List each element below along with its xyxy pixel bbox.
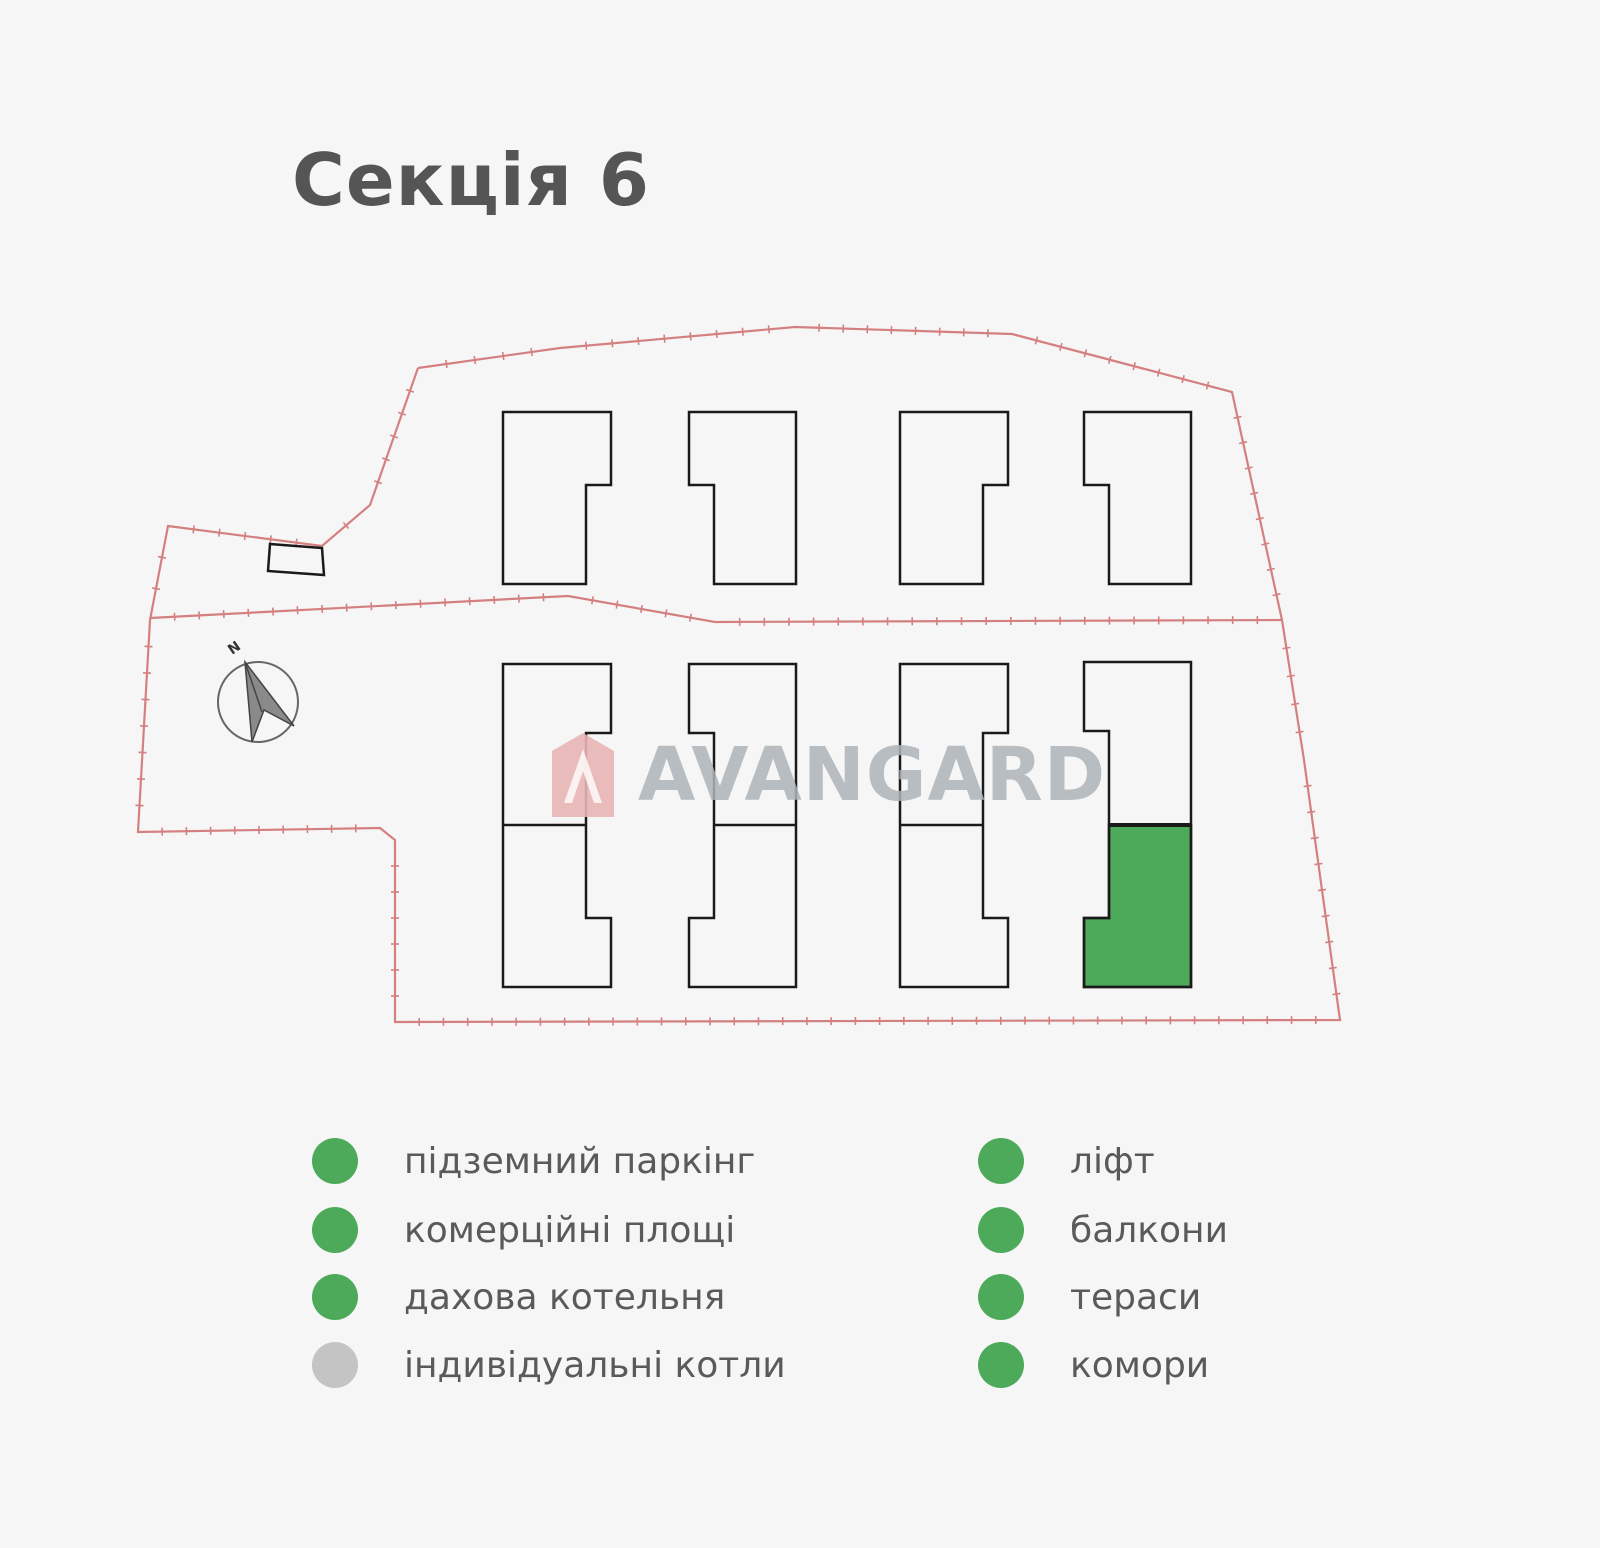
building-lower-4[interactable]	[1082, 660, 1193, 989]
legend-item: індивідуальні котли	[312, 1340, 786, 1390]
boundary-tick	[1282, 646, 1291, 650]
legend-item: комерційні площі	[312, 1205, 735, 1255]
building-lower-1[interactable]	[501, 662, 613, 989]
status-dot	[312, 1342, 358, 1388]
boundary-tick	[1250, 491, 1259, 495]
boundary-tick	[584, 341, 588, 350]
boundary-tick	[1310, 836, 1319, 840]
legend-label: ліфт	[1070, 1140, 1155, 1182]
boundary-tick	[151, 587, 161, 591]
boundary-tick	[269, 535, 272, 544]
site-boundary	[135, 323, 1342, 1026]
boundary-tick	[1266, 567, 1275, 571]
status-dot	[978, 1207, 1024, 1253]
legend-label: дахова котельня	[404, 1276, 726, 1318]
boundary-tick	[689, 332, 692, 341]
boundary-tick	[157, 555, 167, 559]
status-dot	[978, 1138, 1024, 1184]
status-dot	[978, 1274, 1024, 1320]
boundary-tick	[445, 359, 448, 369]
page-title: Секція 6	[292, 138, 650, 222]
boundary-tick	[342, 521, 350, 530]
legend-label: тераси	[1070, 1276, 1202, 1318]
boundary-tick	[530, 347, 533, 357]
boundary-tick	[381, 457, 391, 462]
boundary-tick	[1233, 415, 1242, 419]
compass-icon: N	[217, 638, 299, 743]
boundary-tick	[1034, 336, 1039, 345]
boundary-tick	[615, 600, 619, 609]
building-upper-2[interactable]	[687, 410, 798, 586]
boundary-tick	[1272, 593, 1281, 597]
status-dot	[312, 1138, 358, 1184]
boundary-tick	[405, 388, 415, 393]
boundary-tick	[243, 531, 247, 541]
boundary-tick	[1314, 862, 1323, 866]
legend-item: балкони	[978, 1205, 1228, 1255]
boundary-tick	[192, 525, 195, 534]
boundary-tick	[373, 480, 383, 485]
boundary-tick	[397, 411, 407, 416]
boundary-tick	[1332, 992, 1341, 996]
legend-item: комори	[978, 1340, 1209, 1390]
boundary-tick	[637, 336, 640, 346]
status-dot	[312, 1207, 358, 1253]
compass-north-label: N	[225, 638, 244, 658]
boundary-tick	[1328, 966, 1337, 970]
legend-item: підземний паркінг	[312, 1136, 755, 1186]
boundary-tick	[389, 434, 399, 439]
building-upper-3[interactable]	[898, 410, 1010, 586]
boundary-tick	[1239, 441, 1248, 445]
legend-label: підземний паркінг	[404, 1140, 756, 1182]
boundary-tick	[1244, 466, 1253, 470]
boundary-tick	[611, 339, 614, 348]
boundary-tick	[591, 596, 594, 605]
legend-item: ліфт	[978, 1136, 1155, 1186]
boundary-tick	[640, 604, 643, 614]
legend-item: тераси	[978, 1272, 1201, 1322]
boundary-tick	[1303, 784, 1312, 788]
boundary-tick	[715, 329, 718, 339]
boundary-tick	[663, 334, 666, 343]
boundary-tick	[664, 609, 668, 618]
boundary-tick	[1295, 730, 1304, 734]
boundary-tick	[473, 355, 477, 365]
building-lower-3[interactable]	[898, 662, 1010, 989]
legend-label: комерційні площі	[404, 1209, 736, 1251]
boundary-tick	[1255, 517, 1264, 521]
status-dot	[978, 1342, 1024, 1388]
boundary-tick	[1107, 355, 1112, 364]
legend-label: балкони	[1070, 1209, 1228, 1251]
gate-icon	[266, 542, 326, 577]
boundary-tick	[1181, 375, 1185, 384]
boundary-tick	[767, 325, 771, 334]
boundary-tick	[689, 613, 692, 622]
highlighted-section[interactable]	[1082, 823, 1193, 989]
boundary-tick	[1156, 368, 1161, 377]
legend-item: дахова котельня	[312, 1272, 725, 1322]
boundary-tick	[1205, 381, 1210, 390]
boundary-tick	[1083, 349, 1088, 358]
boundary-tick	[1307, 810, 1316, 814]
boundary-tick	[218, 528, 221, 537]
boundary-tick	[1132, 362, 1137, 371]
boundary-tick	[1317, 888, 1327, 892]
legend-label: індивідуальні котли	[404, 1344, 786, 1386]
boundary-tick	[1325, 940, 1334, 944]
boundary-tick	[1286, 674, 1295, 678]
boundary-tick	[501, 351, 505, 361]
status-dot	[312, 1274, 358, 1320]
building-upper-1[interactable]	[501, 410, 613, 586]
boundary-tick	[1261, 542, 1270, 546]
legend-label: комори	[1070, 1344, 1210, 1386]
boundary-tick	[1059, 342, 1063, 351]
building-upper-4[interactable]	[1082, 410, 1193, 586]
boundary-tick	[1321, 914, 1330, 918]
boundary-tick	[1291, 702, 1300, 706]
site-boundary-divider	[149, 594, 1283, 624]
building-lower-2[interactable]	[687, 662, 798, 989]
boundary-tick	[741, 327, 744, 336]
